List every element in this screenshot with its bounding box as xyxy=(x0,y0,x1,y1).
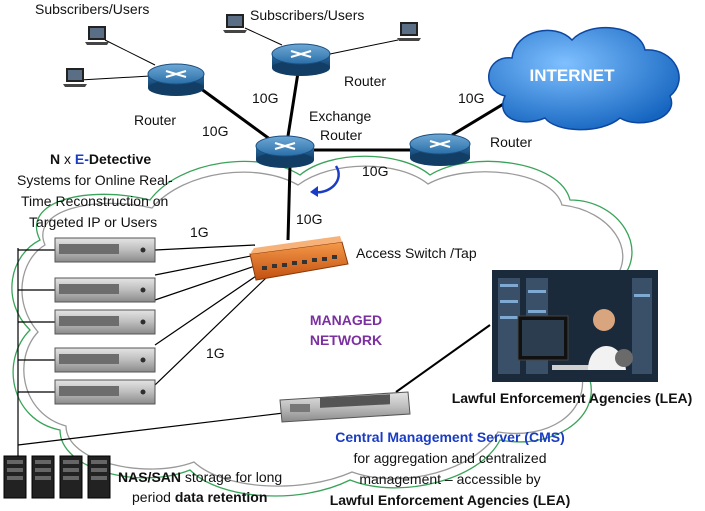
cms-line4: Lawful Enforcement Agencies (LEA) xyxy=(330,492,571,508)
server-links xyxy=(17,244,293,460)
link-label: 10G xyxy=(252,90,278,106)
subscribers-right-label: Subscribers/Users xyxy=(250,7,364,23)
laptop-icon xyxy=(223,14,247,33)
link-router-right-internet xyxy=(451,98,511,137)
router-right-label: Router xyxy=(490,134,532,150)
router-top-label: Router xyxy=(344,73,386,89)
edetective-title: N x E-Detective xyxy=(50,151,151,167)
laptop-icon xyxy=(63,68,87,87)
text-labels: Subscribers/Users Subscribers/Users Rout… xyxy=(17,1,692,508)
exchange-router xyxy=(255,135,315,168)
exchange-label-line1: Exchange xyxy=(309,108,371,124)
arrow-head-icon xyxy=(310,186,318,197)
router-left xyxy=(147,63,205,96)
link-label: 10G xyxy=(296,211,322,227)
access-switch xyxy=(249,236,349,281)
edetective-line2: Systems for Online Real- xyxy=(17,172,173,188)
cms-line2: for aggregation and centralized xyxy=(353,450,546,466)
subscriber-links xyxy=(79,27,399,81)
internet-label: INTERNET xyxy=(530,66,616,85)
router-right xyxy=(409,133,471,166)
link-label: 10G xyxy=(362,163,388,179)
retention-label: period data retention xyxy=(132,489,267,505)
link-cms-lea xyxy=(395,324,491,393)
link-label: 10G xyxy=(458,90,484,106)
lea-operator-photo xyxy=(492,270,658,382)
managed-network-line1: MANAGED xyxy=(310,312,382,328)
subscribers-left-label: Subscribers/Users xyxy=(35,1,149,17)
access-switch-label: Access Switch /Tap xyxy=(356,245,477,261)
cms-server xyxy=(279,391,411,423)
link-exchange-switch xyxy=(286,164,292,241)
link-label: 1G xyxy=(190,224,209,240)
router-left-label: Router xyxy=(134,112,176,128)
edetective-servers xyxy=(54,237,156,405)
link-label: 1G xyxy=(206,345,225,361)
cms-title: Central Management Server (CMS) xyxy=(335,429,565,445)
edetective-line3: Time Reconstruction on xyxy=(21,193,168,209)
laptop-icon xyxy=(85,26,109,45)
nas-storage xyxy=(3,455,111,499)
lea-label: Lawful Enforcement Agencies (LEA) xyxy=(452,390,693,406)
laptop-icon xyxy=(397,22,421,41)
edetective-line4: Targeted IP or Users xyxy=(29,214,157,230)
exchange-label-line2: Router xyxy=(320,127,362,143)
cms-line3: management – accessible by xyxy=(359,471,540,487)
internet-cloud: INTERNET xyxy=(488,27,680,131)
link-label: 10G xyxy=(202,123,228,139)
nas-label: NAS/SAN storage for long xyxy=(118,469,282,485)
router-top xyxy=(271,43,331,76)
managed-network-line2: NETWORK xyxy=(310,332,382,348)
